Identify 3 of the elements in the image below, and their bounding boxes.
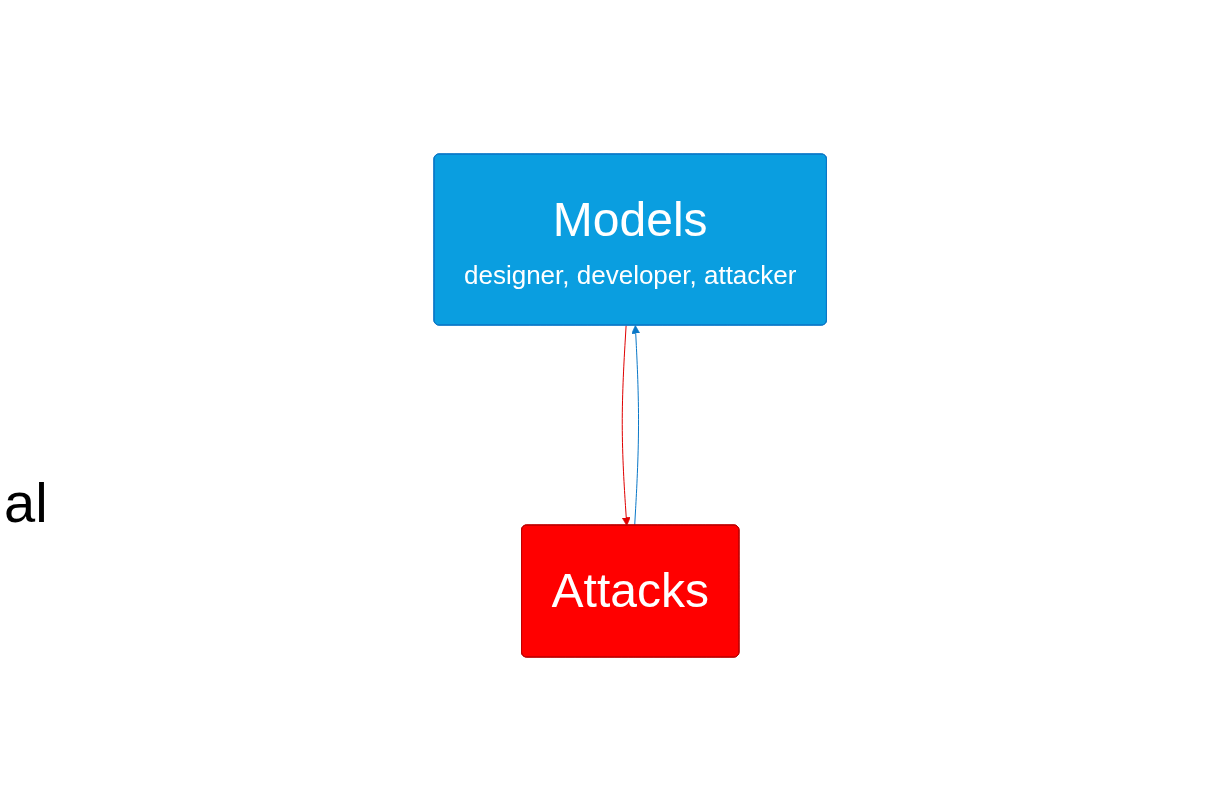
partial-text: al [4,471,48,534]
arrow [631,324,640,526]
arrow [621,324,631,526]
